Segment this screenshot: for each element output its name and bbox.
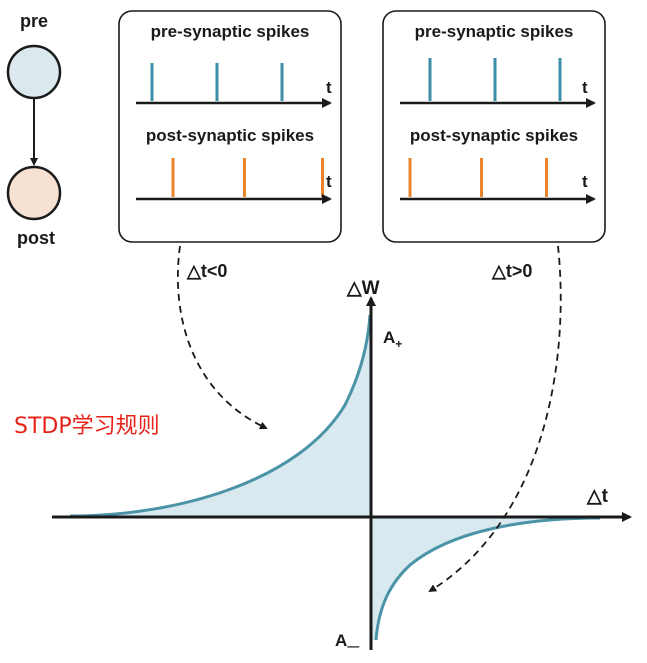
panel-left-pre-axis-label: t (326, 78, 332, 97)
spike-panel-left: pre-synaptic spikes t post-synaptic spik… (118, 10, 342, 243)
spike-panel-right: pre-synaptic spikes t post-synaptic spik… (382, 10, 606, 243)
panel-right-pre-title: pre-synaptic spikes (415, 22, 574, 41)
a-minus-label: A— (335, 631, 359, 653)
panel-right-post-spike-group (408, 158, 548, 197)
panel-left-post-spike-group (171, 158, 324, 197)
panel-left-pre-title: pre-synaptic spikes (151, 22, 310, 41)
a-plus-subscript: + (395, 337, 402, 351)
delta-t-negative-label: △t<0 (186, 261, 227, 281)
a-minus-subscript: — (347, 639, 359, 653)
post-neuron-label: post (17, 228, 55, 248)
stdp-rule-label: STDP学习规则 (14, 414, 160, 439)
delta-t-positive-label: △t>0 (491, 261, 532, 281)
dashed-arrow-left (177, 245, 268, 430)
ltd-curve-fill (372, 518, 600, 640)
ltp-curve-fill (70, 315, 370, 516)
panel-left-post-title: post-synaptic spikes (146, 126, 314, 145)
pre-neuron (6, 44, 62, 100)
panel-right-post-title: post-synaptic spikes (410, 126, 578, 145)
delta-t-axis-label: △t (586, 486, 609, 507)
delta-w-axis-label: △W (346, 278, 380, 299)
a-plus-label: A+ (383, 328, 402, 351)
ltp-curve (69, 314, 372, 518)
panel-left-post-axis-label: t (326, 172, 332, 191)
pre-neuron-label: pre (20, 11, 48, 31)
panel-left-pre-spike-group (150, 63, 284, 101)
panel-right-post-axis-label: t (582, 172, 588, 191)
panel-right-frame (382, 10, 606, 243)
panel-right-pre-spike-group (428, 58, 562, 101)
dashed-arrow-right (428, 245, 562, 593)
post-neuron (6, 165, 62, 221)
ltd-curve (374, 516, 601, 641)
panel-right-pre-axis-label: t (582, 78, 588, 97)
